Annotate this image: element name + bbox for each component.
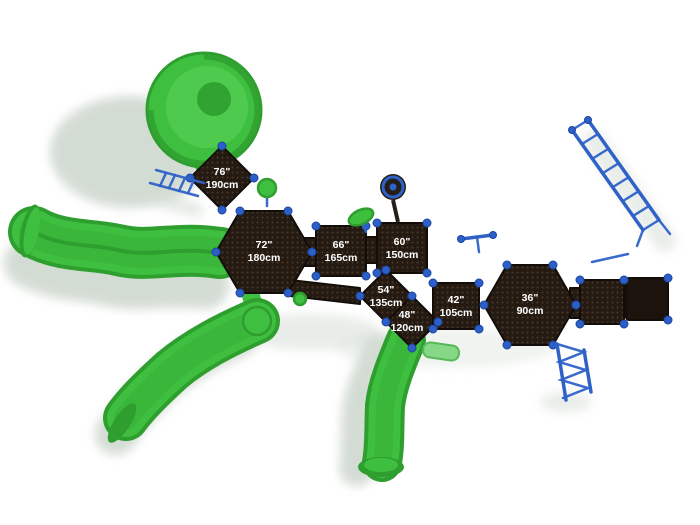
post bbox=[422, 218, 432, 228]
post bbox=[502, 260, 512, 270]
post bbox=[457, 235, 465, 243]
height-label-42-in: 42" bbox=[448, 294, 465, 306]
step-ladder bbox=[148, 168, 206, 198]
height-label-54-cm: 135cm bbox=[370, 297, 403, 309]
deck-right-1 bbox=[579, 279, 625, 325]
post bbox=[575, 275, 585, 285]
post bbox=[619, 319, 629, 329]
vertical-climber bbox=[555, 342, 593, 402]
post bbox=[474, 278, 484, 288]
post bbox=[355, 291, 365, 301]
post bbox=[283, 288, 293, 298]
post bbox=[407, 291, 417, 301]
bench-step bbox=[422, 341, 461, 362]
post bbox=[311, 271, 321, 281]
pod-step bbox=[292, 291, 308, 307]
chin-bar bbox=[590, 252, 630, 264]
post bbox=[283, 206, 293, 216]
height-label-66-in: 66" bbox=[333, 239, 350, 251]
mushroom-step bbox=[256, 177, 278, 208]
post bbox=[584, 116, 592, 124]
deck-60 bbox=[376, 222, 428, 274]
post bbox=[211, 247, 221, 257]
spiral-slide bbox=[145, 51, 263, 186]
height-label-36-cm: 90cm bbox=[517, 305, 544, 317]
post bbox=[479, 300, 489, 310]
corner-posts bbox=[185, 141, 673, 353]
leaf-table bbox=[347, 207, 375, 234]
post bbox=[433, 317, 443, 327]
post bbox=[428, 278, 438, 288]
post bbox=[372, 218, 382, 228]
post bbox=[571, 300, 581, 310]
post bbox=[489, 231, 497, 239]
post bbox=[575, 319, 585, 329]
post bbox=[217, 205, 227, 215]
curved-slide bbox=[103, 283, 280, 443]
post bbox=[249, 173, 259, 183]
height-label-76-in: 76" bbox=[214, 166, 231, 178]
grab-bar bbox=[457, 231, 497, 254]
height-label-72-in: 72" bbox=[256, 239, 273, 251]
height-label-72-cm: 180cm bbox=[248, 252, 281, 264]
post bbox=[568, 126, 576, 134]
double-wave-slide bbox=[8, 204, 246, 279]
height-label-48-cm: 120cm bbox=[391, 322, 424, 334]
post bbox=[381, 265, 391, 275]
post bbox=[428, 324, 438, 334]
post bbox=[217, 141, 227, 151]
post bbox=[422, 268, 432, 278]
deck-66 bbox=[315, 225, 367, 277]
height-label-42-cm: 105cm bbox=[440, 307, 473, 319]
post bbox=[663, 273, 673, 283]
deck-42 bbox=[432, 282, 480, 330]
post bbox=[311, 221, 321, 231]
post bbox=[381, 317, 391, 327]
height-labels: 76" 190cm 72" 180cm 66" 165cm 60" 150cm … bbox=[206, 166, 544, 334]
post bbox=[307, 247, 317, 257]
post bbox=[548, 260, 558, 270]
height-label-60-cm: 150cm bbox=[386, 249, 419, 261]
deck-right-2 bbox=[625, 277, 669, 321]
steering-wheel bbox=[380, 174, 406, 223]
overhead-ladder bbox=[568, 116, 672, 248]
height-label-54-in: 54" bbox=[378, 284, 395, 296]
height-label-66-cm: 165cm bbox=[325, 252, 358, 264]
height-label-60-in: 60" bbox=[394, 236, 411, 248]
post bbox=[663, 315, 673, 325]
post bbox=[372, 268, 382, 278]
post bbox=[235, 206, 245, 216]
post bbox=[407, 343, 417, 353]
post bbox=[619, 275, 629, 285]
post bbox=[235, 288, 245, 298]
height-label-76-cm: 190cm bbox=[206, 179, 239, 191]
post bbox=[361, 271, 371, 281]
straight-slide bbox=[358, 320, 426, 482]
height-label-36-in: 36" bbox=[522, 292, 539, 304]
height-label-48-in: 48" bbox=[399, 309, 416, 321]
post bbox=[474, 324, 484, 334]
post bbox=[502, 340, 512, 350]
